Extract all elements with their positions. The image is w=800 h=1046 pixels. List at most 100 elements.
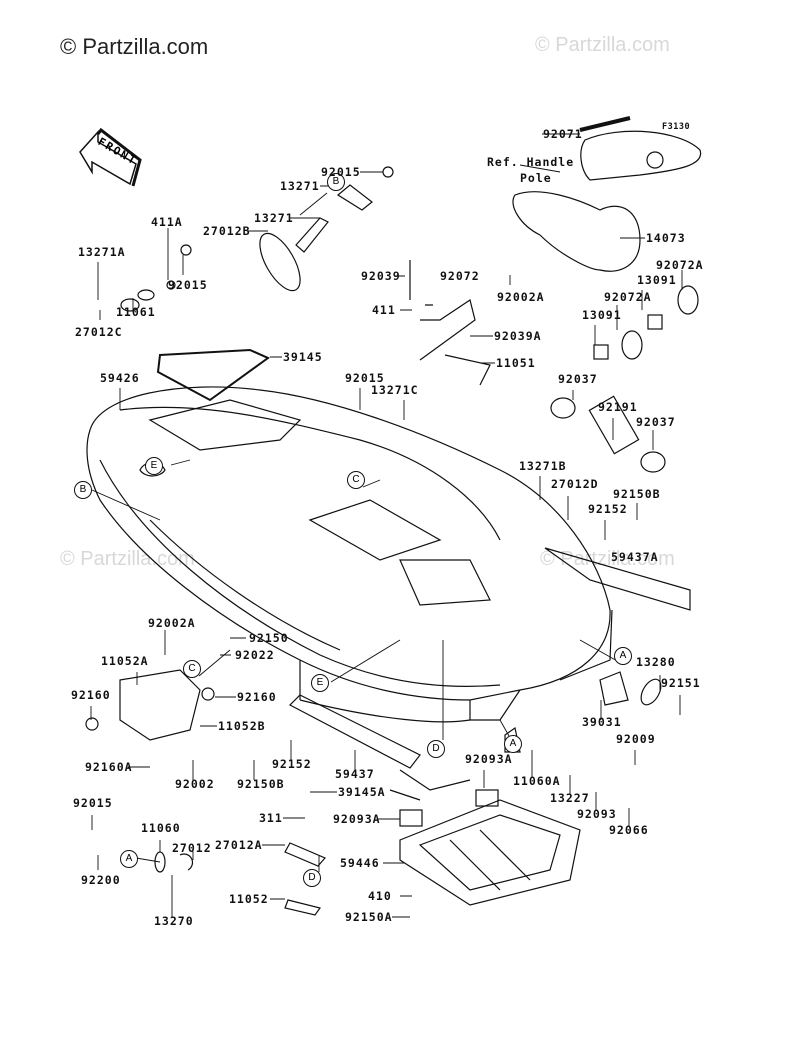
part-label[interactable]: 39145 <box>283 350 323 364</box>
front-arrow-icon <box>79 127 142 187</box>
part-label[interactable]: 92039A <box>494 329 542 343</box>
part-label[interactable]: 13271B <box>519 459 567 473</box>
band-92072A <box>621 330 643 360</box>
part-label[interactable]: 27012 <box>172 841 212 855</box>
part-label[interactable]: 13271 <box>280 179 320 193</box>
grommet-39031 <box>599 671 629 706</box>
part-label[interactable]: 11051 <box>496 356 536 370</box>
part-label[interactable]: 92071 <box>543 127 583 141</box>
part-label[interactable]: 13271C <box>371 383 419 397</box>
part-label[interactable]: 92150 <box>249 631 289 645</box>
ref-note-line2: Pole <box>520 171 552 185</box>
part-label[interactable]: 92002A <box>148 616 196 630</box>
part-label[interactable]: 92039 <box>361 269 401 283</box>
part-label[interactable]: 92150A <box>345 910 393 924</box>
stopper-13091 <box>647 314 663 330</box>
part-label[interactable]: 13271 <box>254 211 294 225</box>
part-label[interactable]: 92072A <box>656 258 704 272</box>
part-label[interactable]: 411A <box>151 215 183 229</box>
nut-92015 <box>382 166 394 178</box>
part-label[interactable]: 11052B <box>218 719 266 733</box>
part-label[interactable]: 11061 <box>116 305 156 319</box>
clamp-92037 <box>550 397 576 419</box>
part-label[interactable]: 92093A <box>465 752 513 766</box>
part-label[interactable]: 92160 <box>237 690 277 704</box>
bracket-11051 <box>444 354 491 386</box>
hull-59426 <box>86 386 613 723</box>
plate-11052 <box>284 899 322 916</box>
callout-a: A <box>504 735 522 753</box>
part-label[interactable]: 92037 <box>636 415 676 429</box>
callout-e: E <box>311 674 329 692</box>
callout-a: A <box>120 850 138 868</box>
bolt-92039 <box>409 260 433 306</box>
part-label[interactable]: 92015 <box>73 796 113 810</box>
part-label[interactable]: 59437A <box>611 550 659 564</box>
part-label[interactable]: 92072A <box>604 290 652 304</box>
part-label[interactable]: 92015 <box>168 278 208 292</box>
figure-code: F3130 <box>662 122 691 132</box>
part-label[interactable]: 92072 <box>440 269 480 283</box>
watermark: © Partzilla.com <box>535 34 670 56</box>
part-label[interactable]: 39145A <box>338 785 386 799</box>
part-label[interactable]: 92150B <box>613 487 661 501</box>
part-label[interactable]: 92015 <box>321 165 361 179</box>
gasket-39145 <box>156 348 270 402</box>
part-label[interactable]: 311 <box>259 811 283 825</box>
part-label[interactable]: 59446 <box>340 856 380 870</box>
callout-d: D <box>303 869 321 887</box>
part-label[interactable]: 92037 <box>558 372 598 386</box>
part-label[interactable]: 92200 <box>81 873 121 887</box>
part-label[interactable]: 92015 <box>345 371 385 385</box>
part-label[interactable]: 410 <box>368 889 392 903</box>
part-label[interactable]: 13280 <box>636 655 676 669</box>
part-label[interactable]: 13091 <box>637 273 677 287</box>
part-label[interactable]: 59426 <box>100 371 140 385</box>
part-label[interactable]: 11060A <box>513 774 561 788</box>
part-label[interactable]: 92093A <box>333 812 381 826</box>
cover-13280 <box>640 678 662 706</box>
stopper-13091 <box>593 344 609 360</box>
part-label[interactable]: 27012D <box>551 477 599 491</box>
watermark: © Partzilla.com <box>540 548 675 570</box>
part-label[interactable]: 13227 <box>550 791 590 805</box>
part-label[interactable]: 92022 <box>235 648 275 662</box>
part-label[interactable]: 92002A <box>497 290 545 304</box>
part-label[interactable]: 39031 <box>582 715 622 729</box>
part-label[interactable]: 92150B <box>237 777 285 791</box>
part-label[interactable]: 92152 <box>588 502 628 516</box>
part-label[interactable]: 27012C <box>75 325 123 339</box>
part-label[interactable]: 92009 <box>616 732 656 746</box>
part-label[interactable]: 59437 <box>335 767 375 781</box>
rail-59437 <box>288 694 421 769</box>
u-bolt-27012 <box>179 853 194 871</box>
part-label[interactable]: 11060 <box>141 821 181 835</box>
part-label[interactable]: 13270 <box>154 914 194 928</box>
gasket-39145A <box>389 769 471 801</box>
part-label[interactable]: 13271A <box>78 245 126 259</box>
callout-c: C <box>347 471 365 489</box>
nut-92160 <box>85 717 99 731</box>
bracket-92072 <box>419 299 476 361</box>
part-label[interactable]: 92002 <box>175 777 215 791</box>
part-label[interactable]: 11052A <box>101 654 149 668</box>
part-label[interactable]: 92160 <box>71 688 111 702</box>
part-label[interactable]: 13091 <box>582 308 622 322</box>
part-label[interactable]: 92191 <box>598 400 638 414</box>
part-label[interactable]: 27012A <box>215 838 263 852</box>
nut-92160 <box>201 687 215 701</box>
plate-27012A <box>284 842 326 867</box>
part-label[interactable]: 92093 <box>577 807 617 821</box>
part-label[interactable]: 92160A <box>85 760 133 774</box>
part-label[interactable]: 92152 <box>272 757 312 771</box>
part-label[interactable]: 14073 <box>646 231 686 245</box>
part-label[interactable]: 92151 <box>661 676 701 690</box>
part-label[interactable]: 27012B <box>203 224 251 238</box>
part-label[interactable]: 92066 <box>609 823 649 837</box>
plate-27012B <box>259 232 301 292</box>
hose-92191 <box>588 395 640 455</box>
part-label[interactable]: 411 <box>372 303 396 317</box>
part-label[interactable]: 11052 <box>229 892 269 906</box>
gasket-11061 <box>137 289 155 301</box>
